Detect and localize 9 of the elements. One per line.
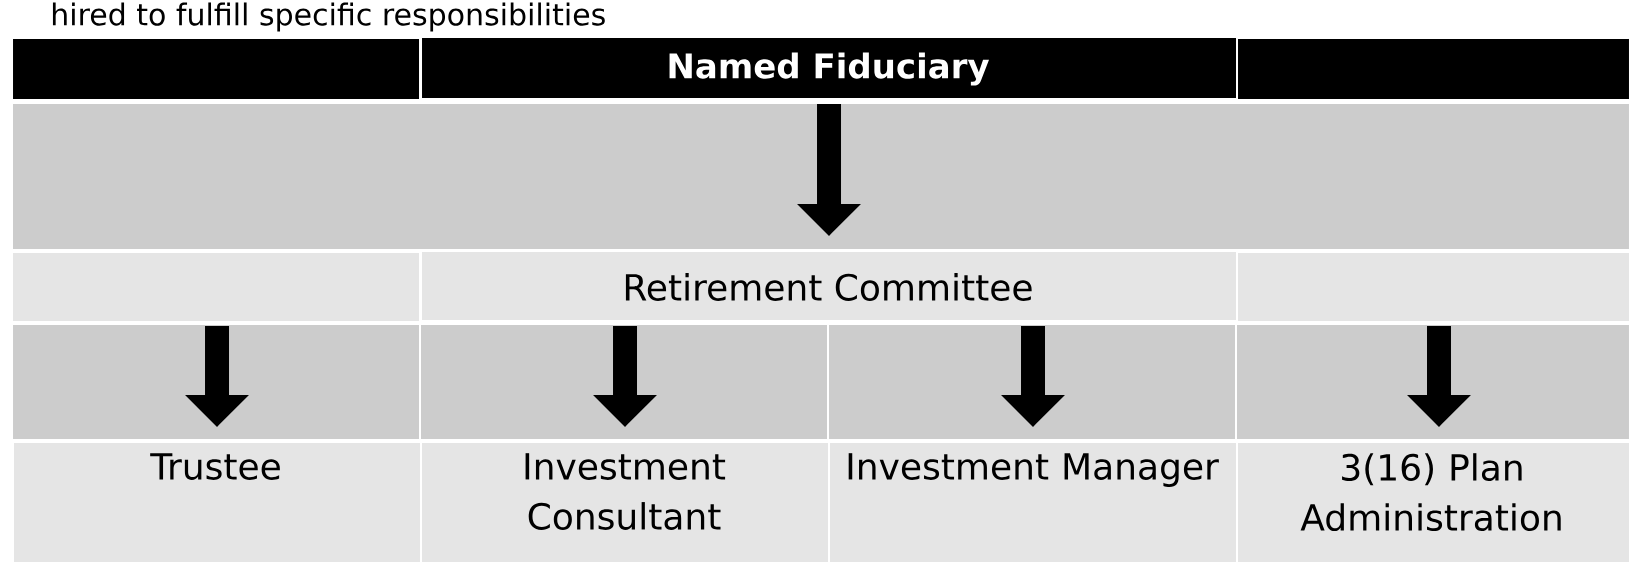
- node-label: Investment Consultant: [525, 453, 726, 530]
- node-label: Investment Manager: [848, 453, 1219, 487]
- table-cell: Investment Consultant: [420, 441, 830, 564]
- table-cell: Trustee: [12, 441, 422, 564]
- node-label: Trustee: [150, 453, 280, 480]
- node-label: 3(16) Plan Administration: [1300, 453, 1561, 532]
- table-cell: Investment Manager: [828, 441, 1238, 564]
- heading-text: hired to fulfill specific responsibilities: [52, 2, 605, 32]
- table-cell: 3(16) Plan Administration: [1236, 441, 1629, 564]
